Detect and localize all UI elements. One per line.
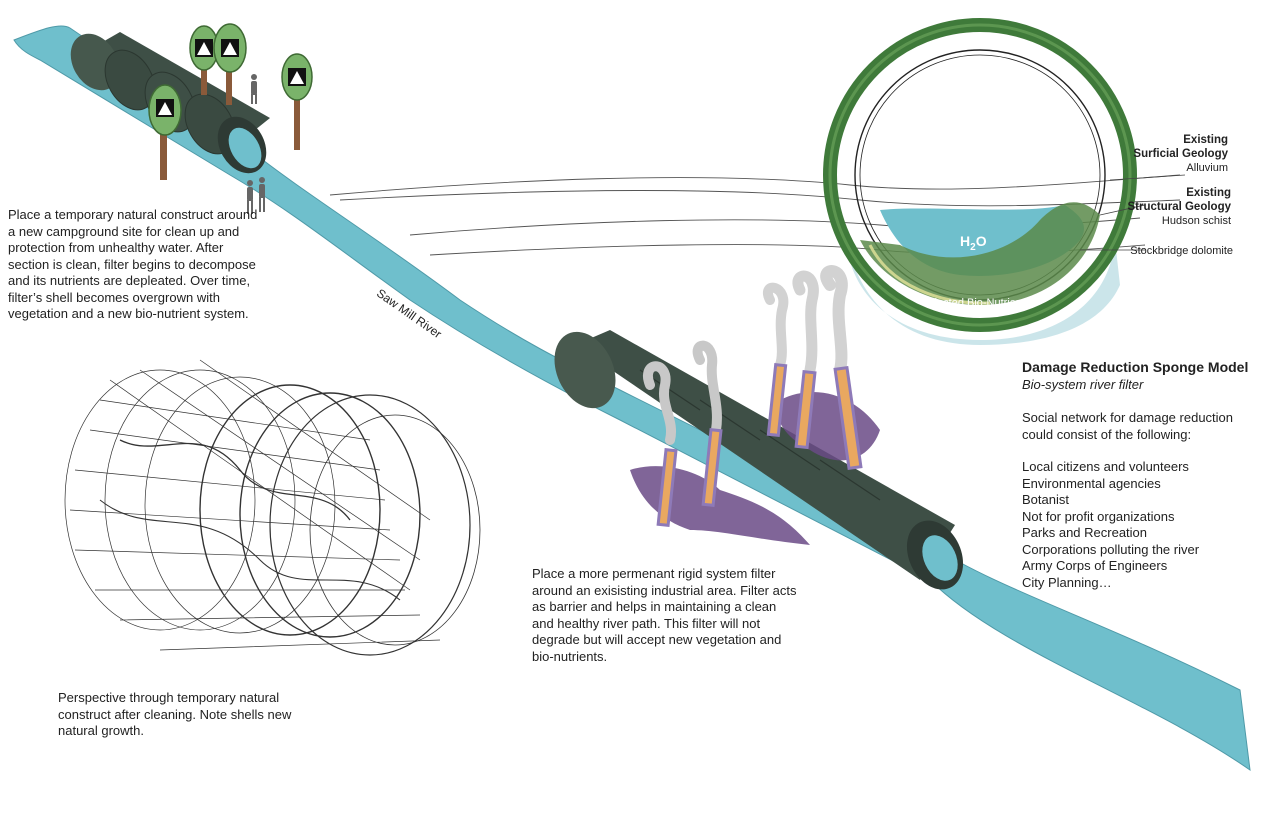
chimney-icon: [833, 365, 863, 471]
model-subtitle: Bio-system river filter: [1022, 377, 1144, 392]
structural-line2: Structural Geology: [1127, 201, 1231, 213]
filter-cross-section: H2O Injected Bio-Nutrients: [823, 18, 1137, 345]
structural-line1: Existing: [1186, 187, 1231, 199]
permanent-filter-shell: [554, 330, 964, 590]
surficial-value: Alluvium: [1186, 162, 1228, 174]
tree-icon: [148, 84, 182, 180]
surficial-line2: Surficial Geology: [1133, 148, 1228, 160]
geology-leaders: [1080, 174, 1186, 251]
industrial-description: Place a more permenant rigid system filt…: [532, 566, 797, 664]
tent-icon: [290, 71, 304, 84]
smoke-plume: [763, 282, 789, 370]
campground-trees: [148, 23, 313, 180]
people: [247, 74, 265, 214]
perspective-wireframe: [64, 359, 481, 656]
smoke-plume: [820, 265, 848, 376]
tree-icon: [281, 53, 313, 150]
chimney-icon: [794, 370, 817, 450]
person-icon: [247, 180, 253, 214]
model-intro: Social network for damage reduction coul…: [1022, 410, 1234, 442]
list-item: Environmental agencies: [1022, 475, 1161, 491]
surficial-line1: Existing: [1183, 134, 1228, 146]
list-item: Corporations polluting the river: [1022, 541, 1200, 557]
svg-text:H2O: H2O: [960, 233, 987, 253]
h2o-label-sub: 2: [970, 242, 976, 253]
smoke-plume: [692, 340, 722, 435]
tree-icon: [213, 23, 247, 105]
bedrock-value: Stockbridge dolomite: [1130, 245, 1233, 257]
nutrients-label: Injected Bio-Nutrients: [925, 297, 1031, 309]
smoke-plume: [792, 270, 819, 376]
list-item: Not for profit organizations: [1022, 508, 1175, 524]
tent-icon: [197, 42, 211, 55]
chimney-icon: [701, 428, 723, 507]
structural-value: Hudson schist: [1161, 215, 1231, 227]
list-item: Botanist: [1022, 492, 1069, 507]
perspective-description: Perspective through temporary natural co…: [58, 690, 292, 738]
model-members-list: Local citizens and volunteers Environmen…: [1022, 459, 1272, 591]
tent-icon: [223, 42, 237, 55]
structural-geology-label: Existing Structural Geology Hudson schis…: [1110, 186, 1231, 228]
surficial-geology-label: Existing Surficial Geology Alluvium: [1120, 133, 1228, 175]
smoke-plume: [643, 361, 677, 445]
tree-icon: [189, 25, 219, 95]
h2o-label-h: H: [960, 233, 970, 249]
pollution-left: [630, 466, 810, 545]
chimney-icon: [766, 363, 788, 437]
list-item: Local citizens and volunteers: [1022, 459, 1189, 474]
person-icon: [251, 74, 257, 104]
section-nutrient-bed: [860, 202, 1100, 305]
model-title: Damage Reduction Sponge Model: [1022, 359, 1249, 375]
industrial-area: [630, 265, 880, 545]
bedrock-label: Stockbridge dolomite: [1130, 244, 1233, 258]
model-panel: Damage Reduction Sponge Model Bio-system…: [1022, 359, 1272, 591]
list-item: City Planning…: [1022, 574, 1112, 590]
list-item: Army Corps of Engineers: [1022, 558, 1168, 573]
chimney-icon: [656, 448, 678, 527]
list-item: Parks and Recreation: [1022, 525, 1148, 540]
h2o-label-o: O: [976, 233, 987, 249]
tent-icon: [158, 102, 172, 115]
person-icon: [259, 177, 265, 212]
campground-description: Place a temporary natural construct arou…: [8, 207, 258, 321]
